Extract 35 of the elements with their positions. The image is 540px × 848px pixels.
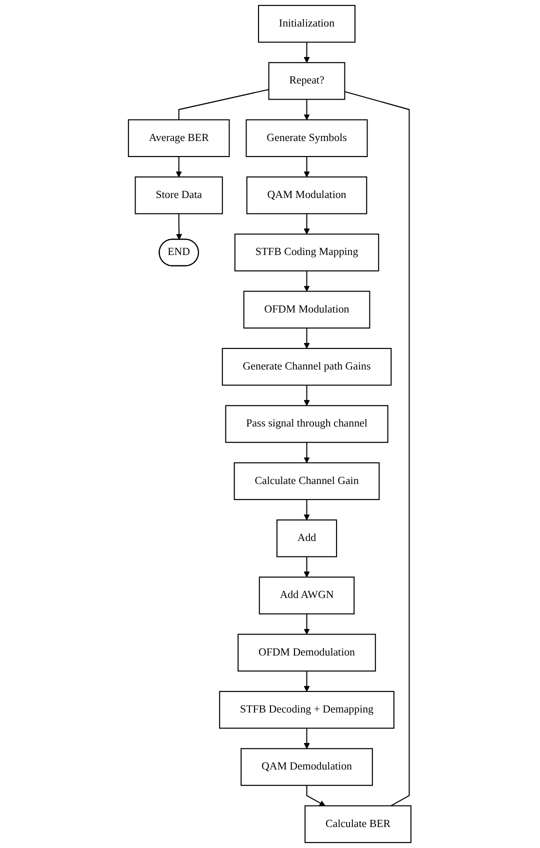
- node-box: STFB Coding Mapping: [234, 234, 380, 272]
- node-box: Average BER: [128, 119, 230, 158]
- node-box: QAM Modulation: [246, 176, 368, 214]
- node-box: Add: [276, 519, 338, 558]
- node-box: Repeat?: [268, 62, 346, 100]
- node-box: Generate Channel path Gains: [222, 348, 392, 386]
- node-box: Store Data: [135, 176, 224, 214]
- arrow: [304, 270, 310, 292]
- node-box: STFB Decoding + Demapping: [219, 690, 395, 729]
- arrow: [304, 42, 310, 63]
- arrow: [304, 500, 310, 520]
- node-box: Pass signal through channel: [226, 405, 389, 443]
- arrow: [304, 728, 310, 749]
- node-box: OFDM Modulation: [244, 290, 370, 329]
- node-box: Calculate Channel Gain: [234, 462, 380, 500]
- node-box: OFDM Demodulation: [238, 634, 376, 672]
- connector: [178, 88, 270, 120]
- arrow: [304, 214, 310, 234]
- arrow: [304, 442, 310, 464]
- arrow: [304, 385, 310, 406]
- arrow: [304, 156, 310, 178]
- arrow: [304, 671, 310, 692]
- node-box: Calculate BER: [304, 805, 412, 844]
- node-box: Initialization: [258, 4, 356, 43]
- node-box: Add AWGN: [259, 576, 355, 614]
- arrow: [304, 328, 310, 349]
- arrow: [176, 156, 182, 178]
- node-box: QAM Demodulation: [240, 748, 374, 786]
- connector: [344, 91, 410, 806]
- arrow: [176, 214, 182, 240]
- arrow: [304, 99, 310, 120]
- arrow: [304, 614, 310, 635]
- arrow: [306, 785, 326, 806]
- arrow: [304, 556, 310, 578]
- node-box: Generate Symbols: [246, 119, 368, 158]
